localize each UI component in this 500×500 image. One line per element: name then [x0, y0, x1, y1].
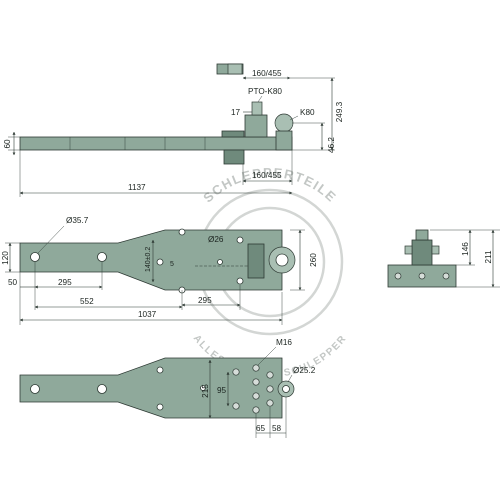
dim-146: 146	[461, 242, 470, 256]
dim-295-a: 295	[58, 278, 72, 287]
dim-pto-k80: PTO-K80	[248, 87, 282, 96]
dim-k80: K80	[300, 108, 315, 117]
drawbar-side	[19, 136, 293, 151]
top-view: Ø35.7 Ø26 140±0.2 5 120 260 50 295 295 5…	[1, 216, 318, 325]
clevis	[247, 243, 265, 279]
dim-160-455-top: 160/455	[252, 69, 282, 78]
dim-1137: 1137	[128, 183, 146, 192]
k80-ball	[274, 113, 294, 133]
dim-552: 552	[80, 297, 94, 306]
dim-60: 60	[3, 139, 12, 149]
drawbar-top	[19, 229, 283, 291]
pto-block	[244, 114, 268, 138]
dim-m16: M16	[276, 338, 292, 347]
dim-95: 95	[217, 386, 227, 395]
dim-35-7: Ø35.7	[66, 216, 89, 225]
dim-50: 50	[8, 278, 18, 287]
dim-160-455-bottom: 160/455	[252, 171, 282, 180]
bracket-upper	[221, 130, 245, 138]
pto-post	[251, 101, 263, 116]
bracket-lower	[223, 149, 245, 165]
dim-46-2: 46.2	[327, 137, 336, 153]
end-clevis	[411, 239, 433, 266]
dim-1037: 1037	[138, 310, 157, 319]
dim-260: 260	[309, 253, 318, 267]
dim-211: 211	[484, 250, 493, 263]
dim-120: 120	[1, 251, 10, 265]
bottom-view: M16 Ø25.2 215 95 65 58	[19, 338, 316, 438]
dim-140: 140±0.2	[145, 247, 152, 272]
dim-215: 215	[201, 384, 210, 398]
dim-25-2: Ø25.2	[293, 366, 316, 375]
dim-295-b: 295	[198, 296, 212, 305]
dim-65: 65	[256, 424, 266, 433]
side-view: 160/455 PTO-K80 K80 17 249.3 46.2 60 160…	[3, 63, 344, 197]
dim-17: 17	[231, 108, 241, 117]
drawbar-bottom	[19, 357, 283, 419]
dim-58: 58	[272, 424, 282, 433]
end-view: 146 211	[387, 229, 500, 288]
dim-249-3: 249.3	[335, 101, 344, 122]
dim-5: 5	[170, 261, 174, 268]
dim-26: Ø26	[208, 235, 224, 244]
